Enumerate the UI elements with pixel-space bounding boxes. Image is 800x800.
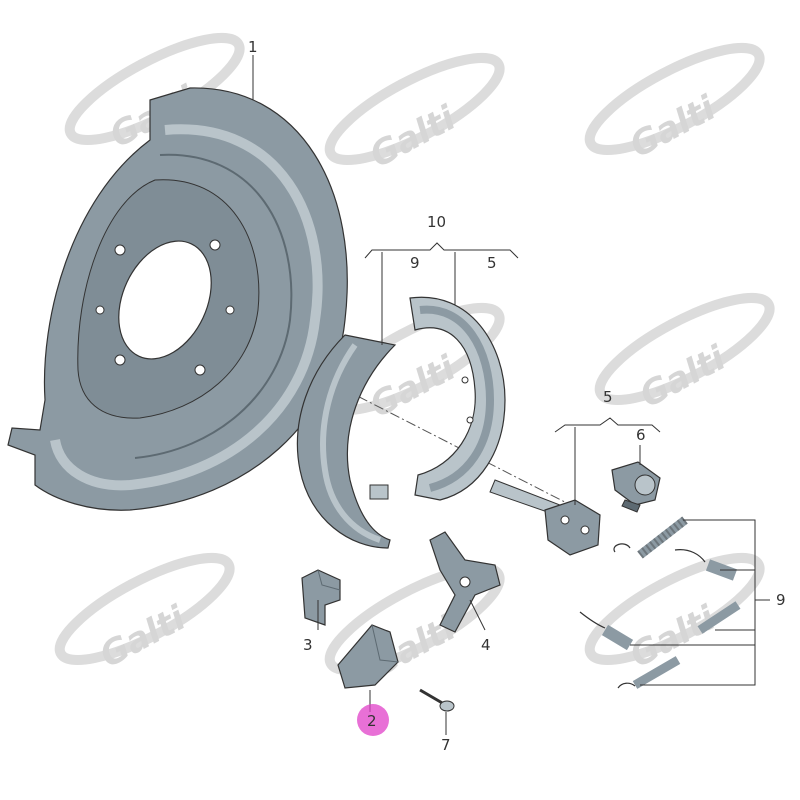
callout-3: 3 [303,636,313,654]
callout-6: 6 [636,426,646,444]
callout-10: 10 [427,213,446,231]
callout-5-mid: 5 [603,388,613,406]
highlight-marker [357,704,389,736]
callout-4: 4 [481,636,491,654]
callout-9-top: 9 [410,254,420,272]
watermark-text: Galti [94,598,194,676]
part-brake-shoe-right [409,296,506,501]
callout-9-right: 9 [776,591,786,609]
watermark-logo: Galti [584,552,765,676]
callout-labels: 1 10 9 5 5 6 9 3 4 2 7 [248,38,786,754]
part-springs [579,516,741,689]
watermark-text: Galti [364,98,464,176]
spring-4 [601,624,634,651]
callout-7: 7 [441,736,451,754]
callout-5-top: 5 [487,254,497,272]
spring-3 [697,601,741,634]
part-adjuster-assembly [489,479,601,556]
watermark-logo: Galti [324,52,505,176]
part-brake-shoe-left [296,334,397,549]
watermark-text: Galti [634,338,734,416]
part-bracket [337,624,399,689]
watermark-text: Galti [624,88,724,166]
spring-1 [637,516,688,559]
part-clip [301,569,341,626]
callout-2: 2 [367,712,377,730]
center-axis-line [149,289,601,521]
part-screw [419,688,455,712]
part-lever [429,531,501,633]
part-pin [611,461,661,513]
leader-lines [252,55,770,735]
watermark-logo: Galti [584,42,765,166]
part-backing-plate [7,87,348,511]
watermark-logo: Galti [54,552,235,676]
spring-5 [632,656,681,689]
callout-1: 1 [248,38,258,56]
watermark-logo: Galti [594,292,775,416]
